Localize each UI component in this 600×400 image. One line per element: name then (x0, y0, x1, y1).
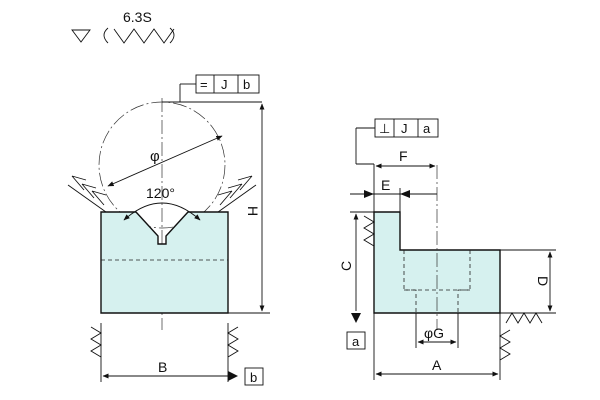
dim-e-label: E (381, 177, 390, 193)
datum-b-box (244, 367, 264, 386)
height-label: H (245, 206, 261, 216)
frame-right-ref: a (423, 121, 431, 136)
groove-hatch-left (71, 175, 107, 206)
dim-f-label: F (399, 148, 408, 164)
angle-arc (123, 202, 201, 221)
surface-finish-value: 6.3S (123, 9, 152, 25)
hidden-bore-left (403, 250, 417, 313)
frame-right-datum: J (401, 121, 408, 136)
v-block-body (100, 211, 229, 314)
frame-left-datum: J (221, 77, 228, 92)
e-arrow-right (400, 190, 410, 198)
dim-g-label: φG (424, 325, 444, 341)
support-hatch-right (227, 326, 239, 358)
surface-finish-symbol: 6.3S (71, 9, 175, 44)
dim-a-label: A (432, 357, 442, 373)
support-hatch-side (499, 329, 511, 361)
datum-b-label: b (250, 370, 257, 385)
tolerance-frame-right: ⊥ J a (374, 118, 439, 138)
groove-hatch-right (217, 175, 253, 206)
width-label: B (158, 359, 167, 375)
datum-a-arrow (351, 313, 361, 323)
support-hatch-bottom (505, 312, 543, 324)
diameter-dimension-line (107, 135, 223, 187)
step-hatch-left (363, 215, 375, 247)
dim-d-label: D (535, 276, 551, 286)
dim-c-label: C (338, 261, 354, 271)
right-view: ⊥ J a F E C a D φG (338, 118, 556, 380)
left-view: φ 120° H = J b (67, 74, 270, 386)
diameter-label: φ (150, 148, 160, 165)
datum-a-label: a (352, 334, 360, 349)
frame-left-symbol: = (200, 77, 208, 92)
support-hatch-left (90, 326, 102, 358)
tolerance-frame-left: = J b (195, 74, 260, 94)
frame-left-ref: b (243, 77, 250, 92)
datum-a-box (346, 331, 366, 350)
e-arrow-left (364, 190, 374, 198)
frame-right-symbol: ⊥ (379, 121, 390, 136)
angle-label: 120° (146, 185, 175, 201)
datum-b-arrow (228, 371, 238, 381)
